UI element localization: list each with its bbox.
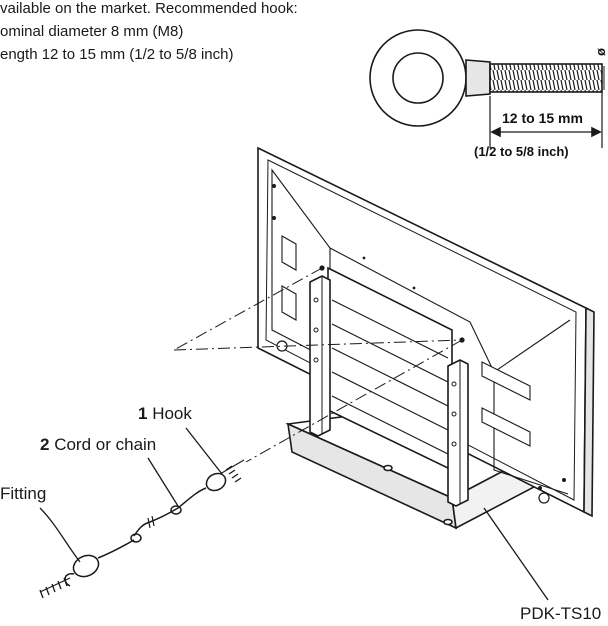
diameter-mark: ø (595, 48, 608, 56)
stand-leader (483, 507, 549, 601)
fitting-callout-label: Fitting (0, 484, 47, 503)
fitting-leader (39, 507, 81, 563)
eye-bolt-thread (489, 63, 603, 93)
cord-leader (147, 457, 179, 507)
stand-frame (309, 266, 469, 507)
stand-model-label: PDK-TS10 (520, 604, 602, 623)
hook-cord-assembly (39, 459, 245, 599)
eye-bolt-shoulder (465, 59, 491, 97)
cord-callout-label: Cord or chain (54, 435, 157, 454)
eye-bolt-detail (369, 29, 605, 148)
hook-length-metric: 12 to 15 mm (502, 110, 583, 126)
instruction-line-2: ominal diameter 8 mm (M8) (0, 23, 184, 40)
hook-leader (185, 427, 223, 475)
hook-callout-label: Hook (152, 404, 192, 423)
leader-lines (39, 427, 549, 601)
cord-callout-number: 2 (40, 435, 50, 454)
instruction-line-3: ength 12 to 15 mm (1/2 to 5/8 inch) (0, 46, 234, 63)
fitting-eye (72, 554, 100, 578)
hook-length-imperial: (1/2 to 5/8 inch) (474, 144, 569, 159)
guide-lines (173, 267, 463, 463)
instruction-line-1: vailable on the market. Recommended hook… (0, 0, 298, 17)
hook-callout-number: 1 (138, 404, 148, 423)
cord-callout: 2 Cord or chain (40, 435, 156, 455)
hook-eye (205, 472, 227, 492)
hook-callout: 1 Hook (138, 404, 192, 424)
